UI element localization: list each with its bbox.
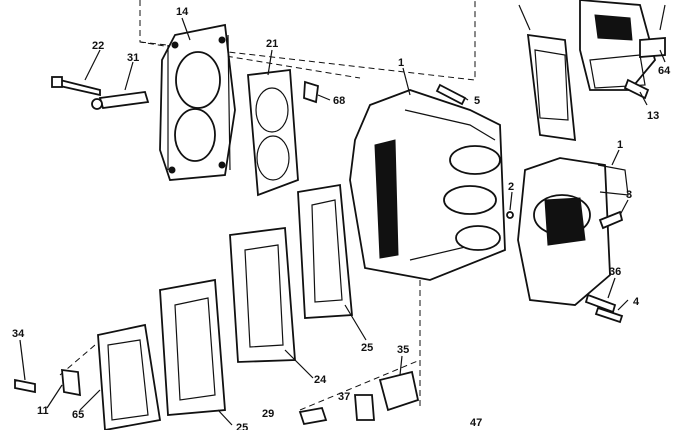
crankcase-block <box>349 89 506 281</box>
head-bolt-and-spark-plug <box>51 76 150 110</box>
dowel-2 <box>506 211 514 219</box>
cylinder-head <box>159 23 236 181</box>
washer-37 <box>354 394 375 421</box>
callout-64: 64 <box>658 65 671 77</box>
callout-2: 2 <box>508 181 514 193</box>
exhaust-cover-gasket <box>297 183 353 319</box>
exhaust-cover-gasket-lower <box>159 278 226 416</box>
callout-24: 24 <box>314 374 327 386</box>
dashed-guide-lines <box>59 0 476 411</box>
callout-68: 68 <box>333 95 345 107</box>
callout-36: 36 <box>609 266 621 278</box>
callout-1-crankcase: 1 <box>398 57 404 69</box>
callout-25-lower: 25 <box>236 422 248 430</box>
bolt-34 <box>14 378 36 394</box>
exhaust-cover <box>97 323 162 430</box>
callout-labels: 14 22 31 21 68 1 5 64 13 1 2 3 36 4 25 2… <box>12 6 671 430</box>
callout-11: 11 <box>37 405 49 417</box>
callout-1-cover: 1 <box>617 139 623 151</box>
bracket-35 <box>378 370 420 412</box>
callout-4: 4 <box>633 296 640 308</box>
leader-lines <box>19 4 666 426</box>
cap-screw-13 <box>623 78 650 100</box>
callout-25-upper: 25 <box>361 342 373 354</box>
callout-22: 22 <box>92 40 104 52</box>
bypass-cover <box>517 157 629 306</box>
callout-35: 35 <box>397 344 409 356</box>
exhaust-plate <box>229 226 296 363</box>
clip-11 <box>61 368 81 397</box>
callout-29: 29 <box>262 408 274 420</box>
clip-part <box>303 80 319 104</box>
callout-3: 3 <box>626 189 632 201</box>
pin-3 <box>598 210 624 230</box>
intake-manifold-top <box>526 0 656 142</box>
screw-36 <box>584 293 617 314</box>
bracket-part <box>639 37 666 58</box>
nut-29 <box>298 406 328 426</box>
callout-47: 47 <box>470 417 482 429</box>
screw-4 <box>594 306 624 324</box>
head-gasket <box>247 68 299 197</box>
callout-31: 31 <box>127 52 139 64</box>
callout-21: 21 <box>266 38 278 50</box>
callout-37: 37 <box>338 391 350 403</box>
dowel-pin <box>435 83 467 106</box>
callout-65: 65 <box>72 409 84 421</box>
callout-34: 34 <box>12 328 25 340</box>
callout-13: 13 <box>647 110 659 122</box>
callout-5: 5 <box>474 95 480 107</box>
callout-14: 14 <box>176 6 189 18</box>
